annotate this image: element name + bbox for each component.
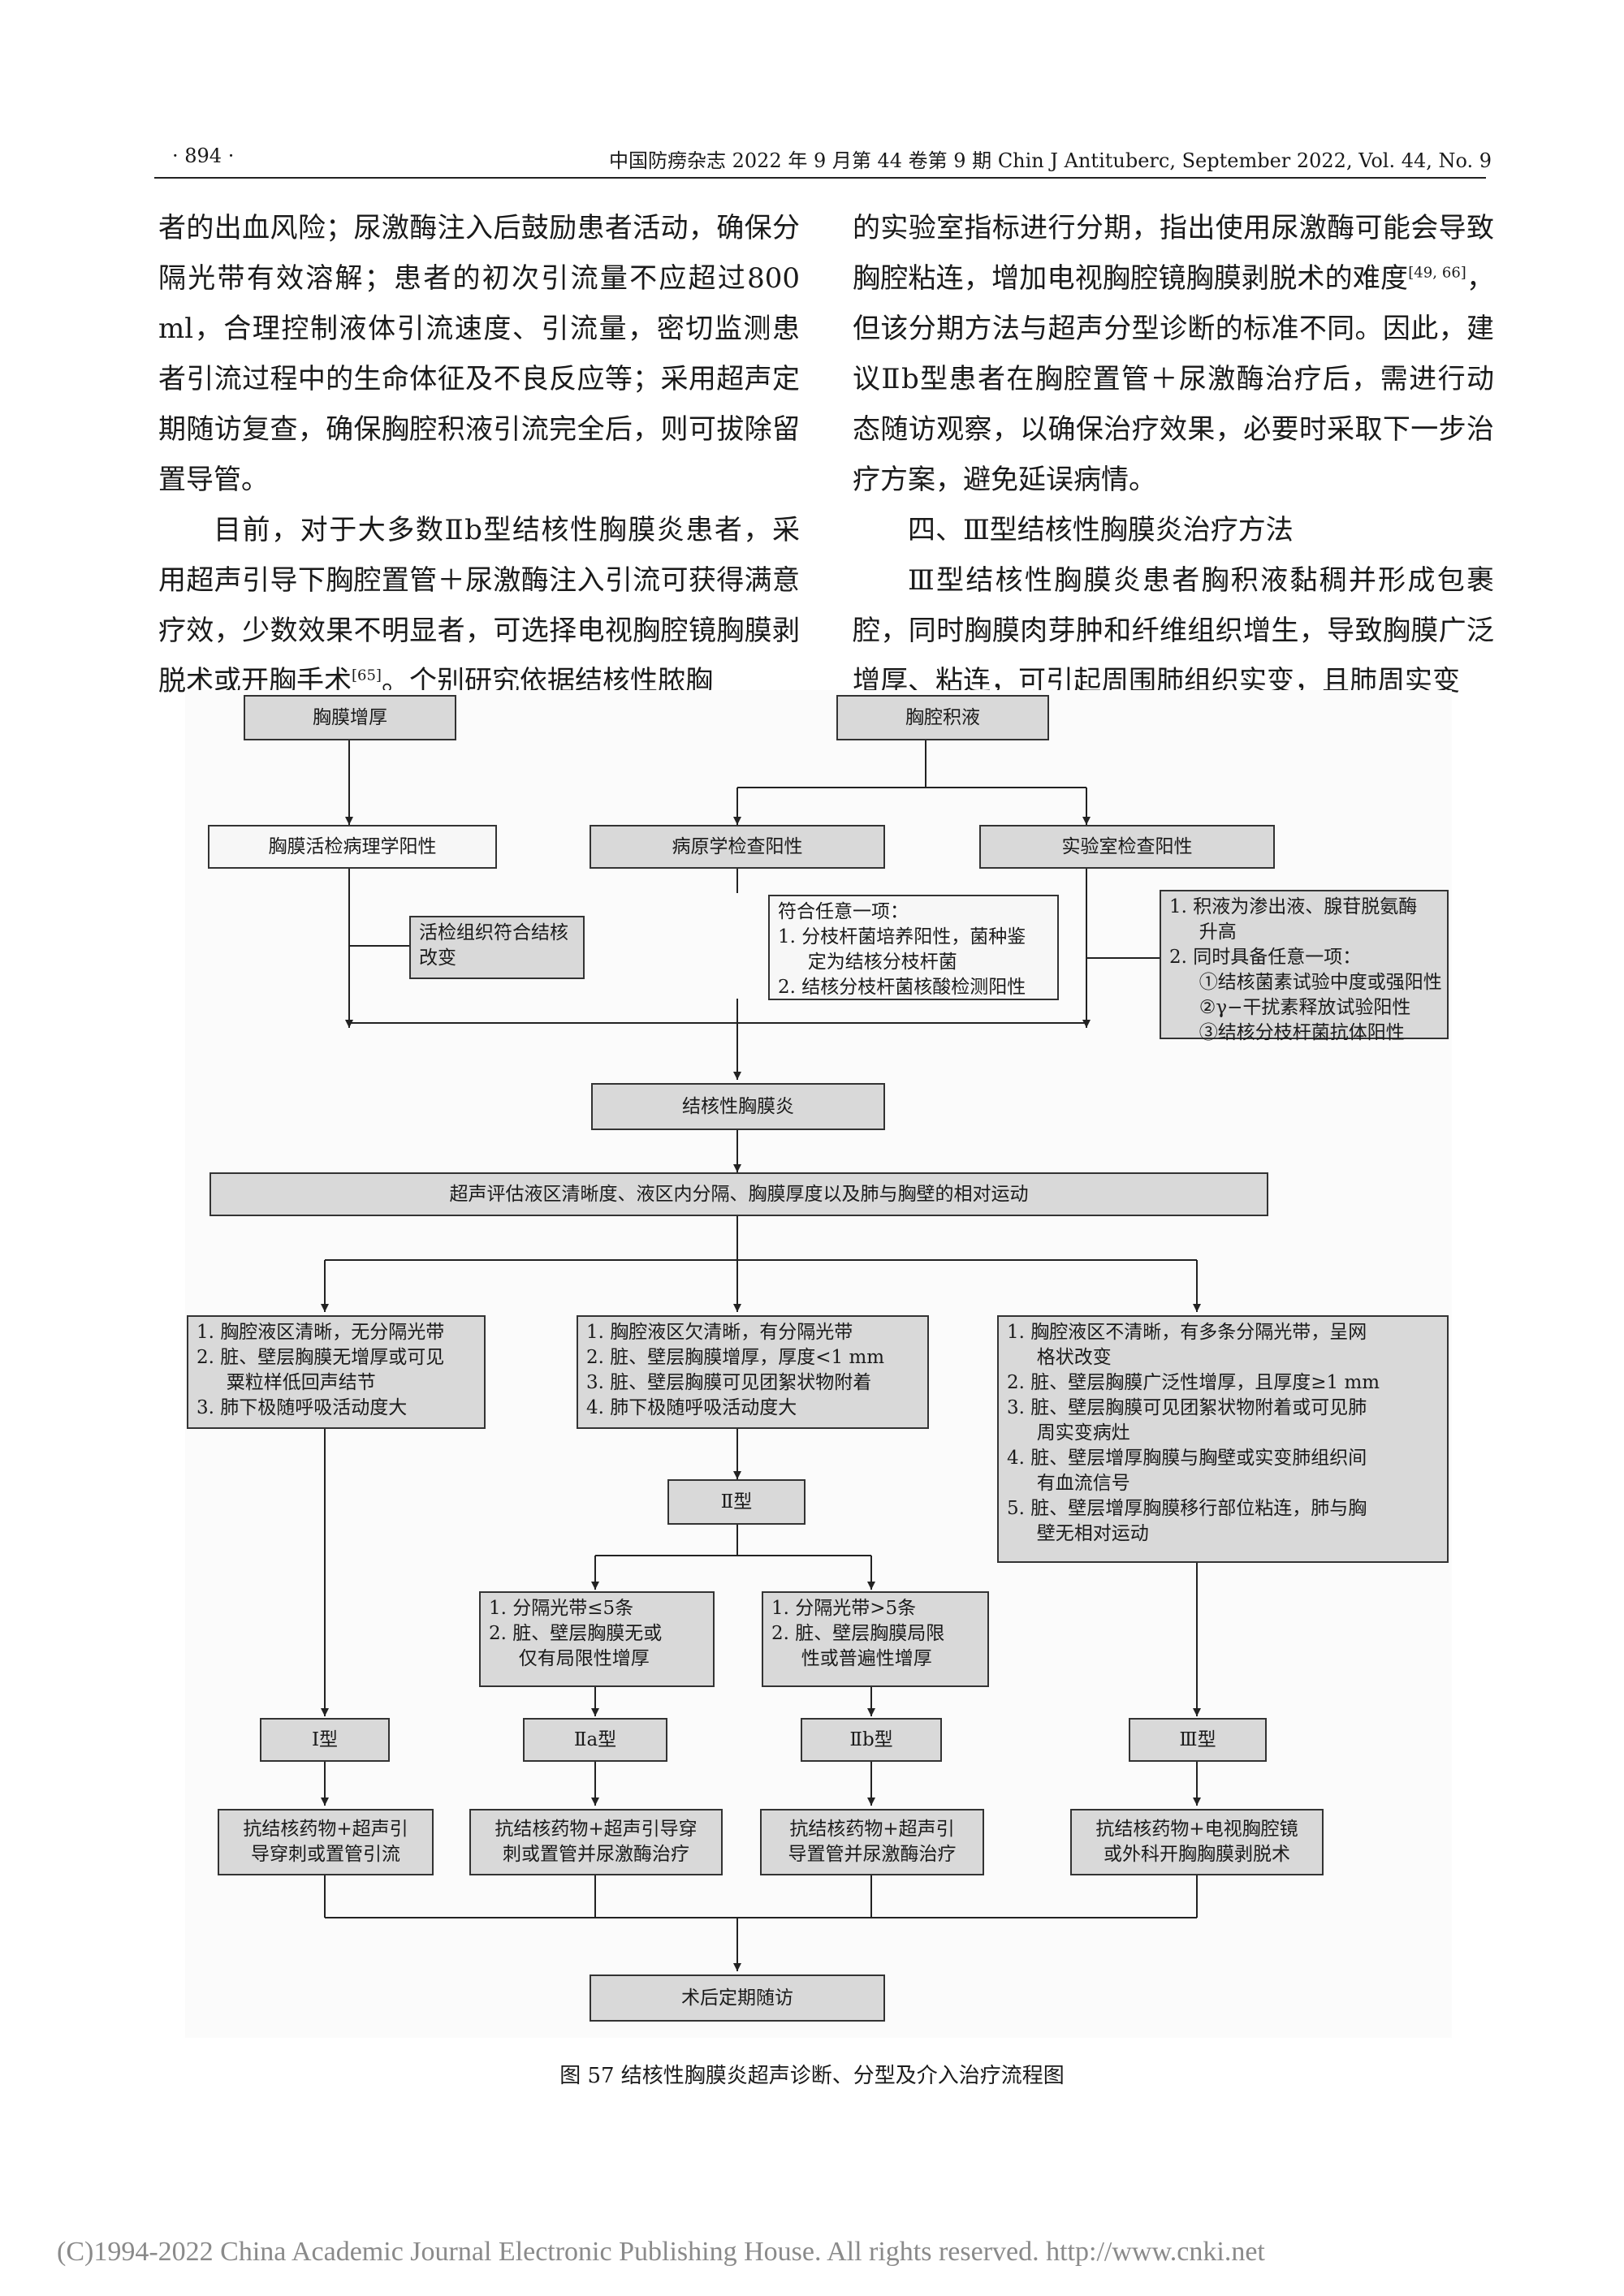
left-paragraph-1: 者的出血风险；尿激酶注入后鼓励患者活动，确保分隔光带有效溶解；患者的初次引流量不…: [158, 212, 800, 496]
pathogen-note-box: 符合任意一项： 1. 分枝杆菌培养阳性，菌种鉴 定为结核分枝杆菌 2. 结核分枝…: [768, 895, 1059, 1000]
pleural-thickening-box: 胸膜增厚: [244, 695, 456, 740]
pleural-effusion-box: 胸腔积液: [836, 695, 1049, 740]
left-paragraph-2: 目前，对于大多数Ⅱb型结核性胸膜炎患者，采用超声引导下胸腔置管＋尿激酶注入引流可…: [158, 514, 800, 697]
type2b-label-box: Ⅱb型: [801, 1718, 942, 1762]
citation: [49, 66]: [1408, 264, 1466, 282]
type1-treatment-box: 抗结核药物+超声引 导穿刺或置管引流: [218, 1809, 434, 1875]
type2b-criteria-box: 1. 分隔光带>5条 2. 脏、壁层胸膜局限 性或普遍性增厚: [762, 1591, 989, 1687]
type2a-label-box: Ⅱa型: [523, 1718, 667, 1762]
type2-criteria-box: 1. 胸腔液区欠清晰，有分隔光带 2. 脏、壁层胸膜增厚，厚度<1 mm 3. …: [577, 1315, 929, 1429]
type3-label-box: Ⅲ型: [1129, 1718, 1267, 1762]
pathogen-positive-box: 病原学检查阳性: [590, 825, 885, 869]
right-paragraph-1: 的实验室指标进行分期，指出使用尿激酶可能会导致胸腔粘连，增加电视胸腔镜胸膜剥脱术…: [853, 212, 1495, 496]
flowchart: 胸膜增厚 胸腔积液 胸膜活检病理学阳性 病原学检查阳性 实验室检查阳性 活检组织…: [185, 690, 1452, 2038]
type1-label-box: Ⅰ型: [260, 1718, 390, 1762]
biopsy-note-box: 活检组织符合结核 改变: [409, 916, 585, 979]
flowchart-connectors: [321, 739, 1201, 1971]
lab-positive-box: 实验室检查阳性: [979, 825, 1275, 869]
header-rule: [154, 177, 1486, 179]
page-number: · 894 ·: [172, 145, 235, 167]
right-paragraph-2: Ⅲ型结核性胸膜炎患者胸积液黏稠并形成包裹腔，同时胸膜肉芽肿和纤维组织增生，导致胸…: [853, 564, 1494, 697]
type3-treatment-box: 抗结核药物+电视胸腔镜 或外科开胸胸膜剥脱术: [1070, 1809, 1324, 1875]
type2a-criteria-box: 1. 分隔光带≤5条 2. 脏、壁层胸膜无或 仅有局限性增厚: [479, 1591, 715, 1687]
citation: [65]: [352, 667, 382, 684]
figure-caption: 图 57 结核性胸膜炎超声诊断、分型及介入治疗流程图: [559, 2064, 1065, 2088]
followup-box: 术后定期随访: [590, 1974, 885, 2022]
right-column: 的实验室指标进行分期，指出使用尿激酶可能会导致胸腔粘连，增加电视胸腔镜胸膜剥脱术…: [853, 203, 1494, 706]
type2-label-box: Ⅱ型: [667, 1479, 806, 1525]
left-column: 者的出血风险；尿激酶注入后鼓励患者活动，确保分隔光带有效溶解；患者的初次引流量不…: [158, 203, 800, 706]
biopsy-positive-box: 胸膜活检病理学阳性: [208, 825, 497, 869]
type3-criteria-box: 1. 胸腔液区不清晰，有多条分隔光带，呈网 格状改变 2. 脏、壁层胸膜广泛性增…: [997, 1315, 1449, 1563]
ultrasound-evaluation-box: 超声评估液区清晰度、液区内分隔、胸膜厚度以及肺与胸壁的相对运动: [209, 1172, 1268, 1216]
copyright-footer: (C)1994-2022 China Academic Journal Elec…: [57, 2237, 1265, 2267]
type1-criteria-box: 1. 胸腔液区清晰，无分隔光带 2. 脏、壁层胸膜无增厚或可见 粟粒样低回声结节…: [187, 1315, 486, 1429]
tb-pleurisy-box: 结核性胸膜炎: [591, 1083, 885, 1130]
type2b-treatment-box: 抗结核药物+超声引 导置管并尿激酶治疗: [760, 1809, 984, 1875]
type2a-treatment-box: 抗结核药物+超声引导穿 刺或置管并尿激酶治疗: [469, 1809, 723, 1875]
lab-note-box: 1. 积液为渗出液、腺苷脱氨酶 升高 2. 同时具备任意一项： ①结核菌素试验中…: [1160, 890, 1449, 1043]
section-heading: 四、Ⅲ型结核性胸膜炎治疗方法: [908, 514, 1294, 546]
journal-header: 中国防痨杂志 2022 年 9 月第 44 卷第 9 期 Chin J Anti…: [609, 149, 1492, 172]
